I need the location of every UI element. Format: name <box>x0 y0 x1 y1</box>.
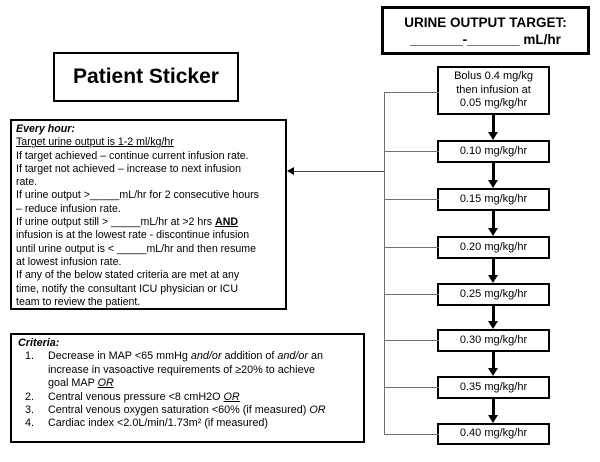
patient-sticker-label: Patient Sticker <box>73 65 219 88</box>
flow-connector-branch <box>384 247 439 248</box>
criteria-item-3: 3. Central venous oxygen saturation <60%… <box>18 404 357 417</box>
every-hour-heading: Every hour: <box>16 123 75 135</box>
flow-connector-branch <box>384 434 439 435</box>
flow-step-label: 0.35 mg/kg/hr <box>459 380 528 393</box>
criteria-text-3: Central venous oxygen saturation <60% (i… <box>48 404 357 417</box>
down-arrow-line <box>492 259 495 275</box>
down-arrow-line <box>492 399 495 415</box>
down-arrow-line <box>492 352 495 368</box>
criteria-4-seg: Cardiac index <2.0L/min/1.73m² (if measu… <box>48 417 268 430</box>
feedback-arrow-head-icon <box>287 167 294 175</box>
urine-output-target-range: _______-_______ mL/hr <box>410 32 561 47</box>
flow-step-label: 0.25 mg/kg/hr <box>459 287 528 300</box>
flow-step-label: 0.20 mg/kg/hr <box>459 240 528 253</box>
instructions-part-a: If target achieved – continue current in… <box>16 149 259 229</box>
flow-step-0-35: 0.35 mg/kg/hr <box>437 376 550 399</box>
flow-step-0-20: 0.20 mg/kg/hr <box>437 236 550 259</box>
criteria-number-3: 3. <box>25 404 35 417</box>
criteria-box: Criteria: 1. Decrease in MAP <65 mmHg an… <box>10 333 365 443</box>
down-arrow-head-icon <box>488 275 498 283</box>
and-emphasis: AND <box>215 216 238 229</box>
flow-step-0-30: 0.30 mg/kg/hr <box>437 329 550 352</box>
down-arrow-head-icon <box>488 132 498 140</box>
every-hour-instructions-box: Every hour: Target urine output is 1-2 m… <box>10 119 287 310</box>
criteria-text-1: Decrease in MAP <65 mmHg and/or addition… <box>48 350 357 390</box>
flow-connector-spine <box>384 92 385 435</box>
criteria-heading: Criteria: <box>18 337 60 349</box>
down-arrow-line <box>492 163 495 180</box>
criteria-2-seg: Central venous pressure <8 cmH2O <box>48 390 224 403</box>
flow-connector-branch <box>384 199 439 200</box>
every-hour-body: If target achieved – continue current in… <box>16 150 281 310</box>
criteria-item-1: 1. Decrease in MAP <65 mmHg and/or addit… <box>18 350 357 390</box>
target-urine-output-line: Target urine output is 1-2 ml/kg/hr <box>16 136 174 149</box>
down-arrow-head-icon <box>488 180 498 188</box>
criteria-number-4: 4. <box>25 417 35 430</box>
flow-connector-branch <box>384 92 439 93</box>
down-arrow-head-icon <box>488 321 498 329</box>
urine-output-target-title: URINE OUTPUT TARGET: <box>404 15 567 30</box>
patient-sticker-box: Patient Sticker <box>53 52 239 102</box>
criteria-1-or: OR <box>97 377 114 390</box>
down-arrow-line <box>492 211 495 228</box>
flow-connector-branch <box>384 151 439 152</box>
flow-step-bolus: Bolus 0.4 mg/kg then infusion at 0.05 mg… <box>437 66 550 115</box>
flow-step-label: 0.30 mg/kg/hr <box>459 333 528 346</box>
flow-step-label: 0.15 mg/kg/hr <box>459 192 528 205</box>
criteria-2-or: OR <box>223 390 240 403</box>
instructions-part-b: infusion is at the lowest rate - discont… <box>16 229 256 308</box>
down-arrow-line <box>492 306 495 321</box>
criteria-1-seg: an increase in vasoactive requirements o… <box>48 350 324 390</box>
criteria-3-or: OR <box>309 404 326 417</box>
criteria-1-andor: and/or <box>277 350 308 363</box>
down-arrow-head-icon <box>488 228 498 236</box>
criteria-text-2: Central venous pressure <8 cmH2O OR <box>48 391 357 404</box>
urine-output-target-box: URINE OUTPUT TARGET: _______-_______ mL/… <box>381 6 590 55</box>
criteria-number-2: 2. <box>25 390 35 403</box>
flow-step-0-10: 0.10 mg/kg/hr <box>437 140 550 163</box>
flow-connector-branch <box>384 387 439 388</box>
flow-connector-branch <box>384 294 439 295</box>
criteria-text-4: Cardiac index <2.0L/min/1.73m² (if measu… <box>48 417 357 430</box>
flow-step-0-40: 0.40 mg/kg/hr <box>437 423 550 445</box>
down-arrow-head-icon <box>488 368 498 376</box>
flow-step-0-15: 0.15 mg/kg/hr <box>437 188 550 211</box>
criteria-item-4: 4. Cardiac index <2.0L/min/1.73m² (if me… <box>18 417 357 430</box>
criteria-number-1: 1. <box>25 350 35 363</box>
down-arrow-head-icon <box>488 415 498 423</box>
flow-step-label: Bolus 0.4 mg/kg then infusion at 0.05 mg… <box>454 70 533 110</box>
flow-step-label: 0.10 mg/kg/hr <box>459 144 528 157</box>
down-arrow-line <box>492 115 495 133</box>
flow-step-0-25: 0.25 mg/kg/hr <box>437 283 550 306</box>
criteria-1-seg: addition of <box>221 350 278 363</box>
criteria-3-seg: Central venous oxygen saturation <60% (i… <box>48 404 310 417</box>
criteria-item-2: 2. Central venous pressure <8 cmH2O OR <box>18 391 357 404</box>
flow-connector-branch <box>384 340 439 341</box>
criteria-1-seg: Decrease in MAP <65 mmHg <box>48 350 191 363</box>
criteria-1-andor: and/or <box>190 350 222 363</box>
flow-step-label: 0.40 mg/kg/hr <box>459 427 528 440</box>
feedback-arrow-line <box>293 171 384 172</box>
